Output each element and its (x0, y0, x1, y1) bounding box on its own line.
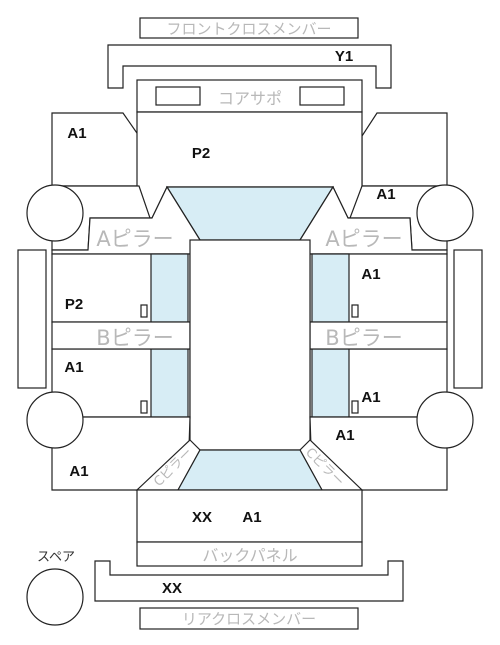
front-right-window[interactable] (311, 253, 350, 323)
rear-left-wheel[interactable] (26, 391, 84, 449)
front-right-wheel[interactable] (416, 184, 474, 242)
trunk[interactable] (136, 489, 363, 543)
front-left-handle (140, 304, 148, 318)
rear-right-wheel[interactable] (416, 391, 474, 449)
b-pillar-left-label: Bピラー (96, 326, 173, 350)
spare-tire[interactable] (26, 568, 84, 626)
core-support-label: コアサポ (218, 89, 282, 108)
spare-label: スペア (37, 550, 75, 565)
front-member-code: Y1 (335, 48, 353, 65)
rear-left-door-code: A1 (64, 359, 83, 376)
b-pillar-right[interactable] (309, 321, 448, 350)
core-support-left-slot (155, 86, 201, 106)
front-cross-member-label: フロントクロスメンバー (166, 20, 331, 38)
front-cross-member-label-box (139, 17, 359, 39)
a-pillar-right-label: Aピラー (325, 227, 402, 251)
rear-member-code: XX (162, 580, 182, 597)
hood-code: P2 (192, 145, 210, 162)
rear-right-window[interactable] (311, 348, 350, 418)
front-member-panel[interactable] (107, 44, 392, 89)
roof[interactable] (189, 239, 311, 451)
rear-cross-member-label: リアクロスメンバー (182, 610, 316, 628)
rear-left-window[interactable] (150, 348, 189, 418)
back-panel-label: バックパネル (202, 546, 297, 565)
rear-window[interactable] (176, 449, 324, 491)
trunk-left-code: XX (192, 509, 212, 526)
front-right-handle (351, 304, 359, 318)
rear-right-door-code: A1 (361, 389, 380, 406)
rear-left-handle (140, 400, 148, 414)
rear-cross-member-label-box (139, 607, 359, 630)
b-pillar-left[interactable] (51, 321, 191, 350)
core-support-right-slot (299, 86, 345, 106)
front-left-fender[interactable] (51, 112, 140, 187)
back-panel[interactable] (136, 541, 363, 567)
rear-left-quarter-code: A1 (69, 463, 88, 480)
front-left-window[interactable] (150, 253, 189, 323)
front-left-fender-code: A1 (67, 125, 86, 142)
right-side-sill[interactable] (453, 249, 483, 389)
front-right-door-code: A1 (361, 266, 380, 283)
front-right-fender[interactable] (361, 112, 448, 187)
a-pillar-left-label: Aピラー (96, 227, 173, 251)
front-right-fender-code: A1 (376, 186, 395, 203)
b-pillar-right-label: Bピラー (325, 326, 402, 350)
front-left-wheel[interactable] (26, 184, 84, 242)
rear-member-panel[interactable] (94, 560, 404, 602)
rear-right-quarter-code: A1 (335, 427, 354, 444)
trunk-right-code: A1 (242, 509, 261, 526)
rear-right-handle (351, 400, 359, 414)
front-left-door-code: P2 (65, 296, 83, 313)
left-side-sill[interactable] (17, 249, 47, 389)
